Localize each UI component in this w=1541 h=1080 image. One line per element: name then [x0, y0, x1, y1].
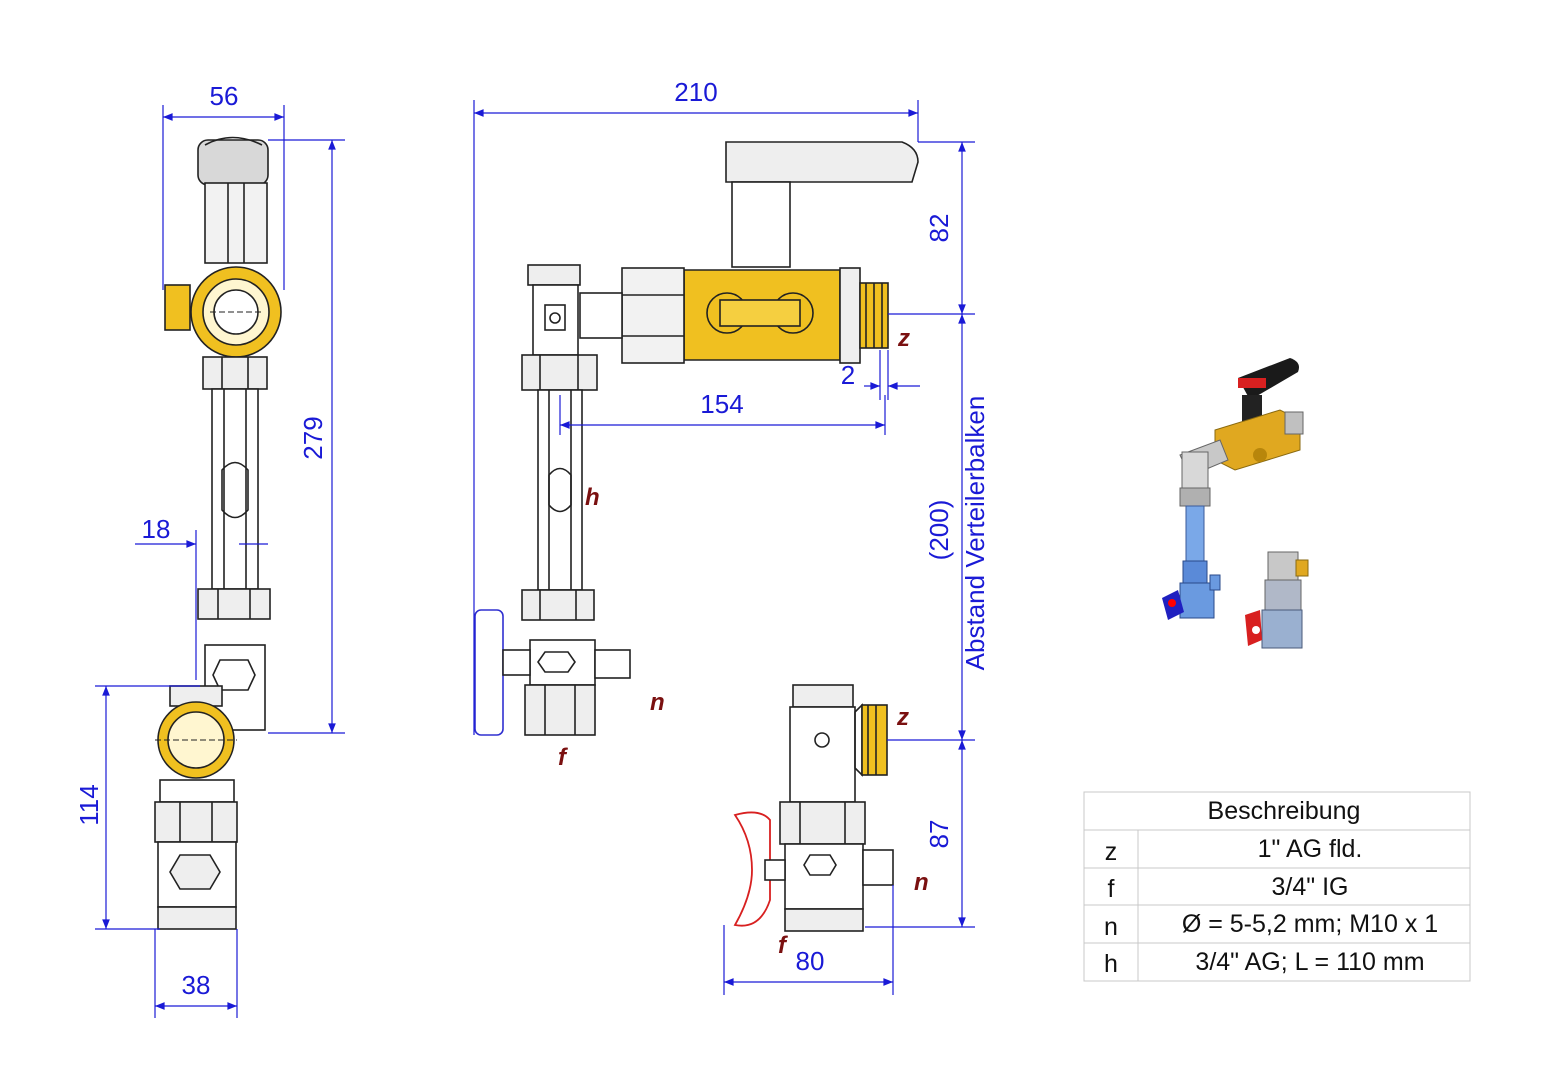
table-row-code: h — [1104, 950, 1118, 978]
connection-code-labels: z h n f z n f — [558, 325, 929, 959]
label-n-right: n — [914, 869, 929, 896]
dim-210: 210 — [674, 77, 717, 107]
label-z-bottom: z — [896, 704, 909, 731]
lower-fitting-view — [733, 684, 894, 932]
front-view-dimensions: 210 82 2 154 (200) Abstand Verteilerbalk… — [473, 77, 990, 995]
table-row-text: Ø = 5-5,2 mm; M10 x 1 — [1182, 910, 1438, 938]
side-view-dimensions: 56 279 18 114 38 — [74, 81, 345, 1018]
table-row-code: n — [1104, 913, 1118, 941]
dim-80: 80 — [796, 946, 825, 976]
dim-200: (200) — [924, 500, 954, 561]
dim-abstand-label: Abstand Verteilerbalken — [960, 396, 990, 671]
dim-38: 38 — [182, 970, 211, 1000]
table-header: Beschreibung — [1208, 797, 1361, 825]
dim-82: 82 — [924, 214, 954, 243]
dim-279: 279 — [298, 416, 328, 459]
table-row-text: 1" AG fld. — [1258, 835, 1363, 863]
label-h: h — [585, 484, 600, 511]
dim-114: 114 — [74, 784, 104, 825]
front-view — [474, 141, 919, 736]
table-row-code: z — [1105, 838, 1118, 866]
label-n-left: n — [650, 689, 665, 716]
dim-18: 18 — [142, 514, 171, 544]
dim-87: 87 — [924, 820, 954, 849]
table-row-text: 3/4" IG — [1272, 873, 1349, 901]
table-row-text: 3/4" AG; L = 110 mm — [1195, 948, 1424, 976]
product-3d-illustration — [1162, 358, 1309, 649]
description-table: Beschreibung z 1" AG fld. f 3/4" IG n Ø … — [1083, 791, 1471, 982]
label-f-right: f — [778, 932, 788, 959]
dim-56: 56 — [210, 81, 239, 111]
label-z-top: z — [897, 325, 910, 352]
dim-2: 2 — [841, 360, 855, 390]
dim-154: 154 — [700, 389, 743, 419]
table-row-code: f — [1108, 875, 1115, 903]
side-view — [154, 136, 282, 930]
label-f-left: f — [558, 744, 568, 771]
